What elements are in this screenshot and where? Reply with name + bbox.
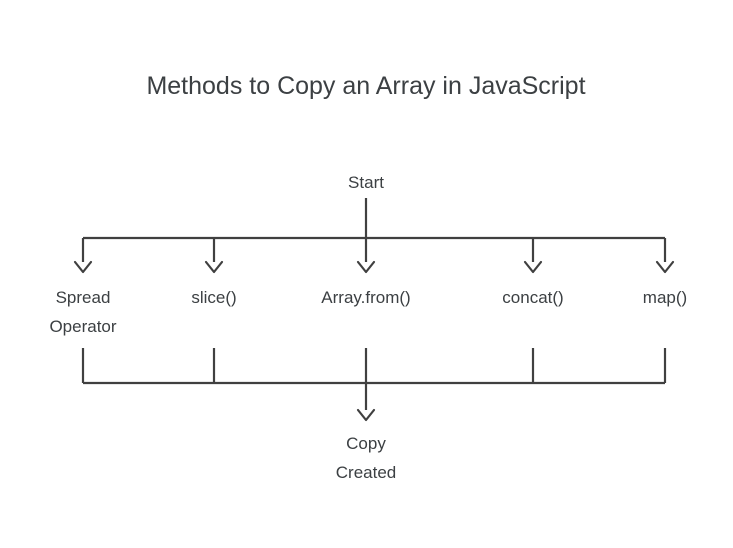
arrowhead-array-from-icon: [356, 260, 376, 274]
node-start-label: Start: [348, 173, 384, 192]
arrowhead-spread-icon: [73, 260, 93, 274]
arrowhead-copy-created-icon: [356, 408, 376, 422]
arrowhead-slice-icon: [204, 260, 224, 274]
node-concat-label: concat(): [502, 288, 563, 307]
node-copy-created-label-line2: Created: [336, 463, 396, 482]
node-slice-label: slice(): [191, 288, 236, 307]
node-spread-label: Spread: [56, 288, 111, 307]
node-array-from-label: Array.from(): [321, 288, 410, 307]
arrowhead-concat-icon: [523, 260, 543, 274]
node-copy-created-label: Copy: [346, 434, 386, 453]
page-title: Methods to Copy an Array in JavaScript: [146, 72, 585, 100]
node-map-label: map(): [643, 288, 687, 307]
arrowhead-map-icon: [655, 260, 675, 274]
node-spread-label-line2: Operator: [49, 317, 116, 336]
